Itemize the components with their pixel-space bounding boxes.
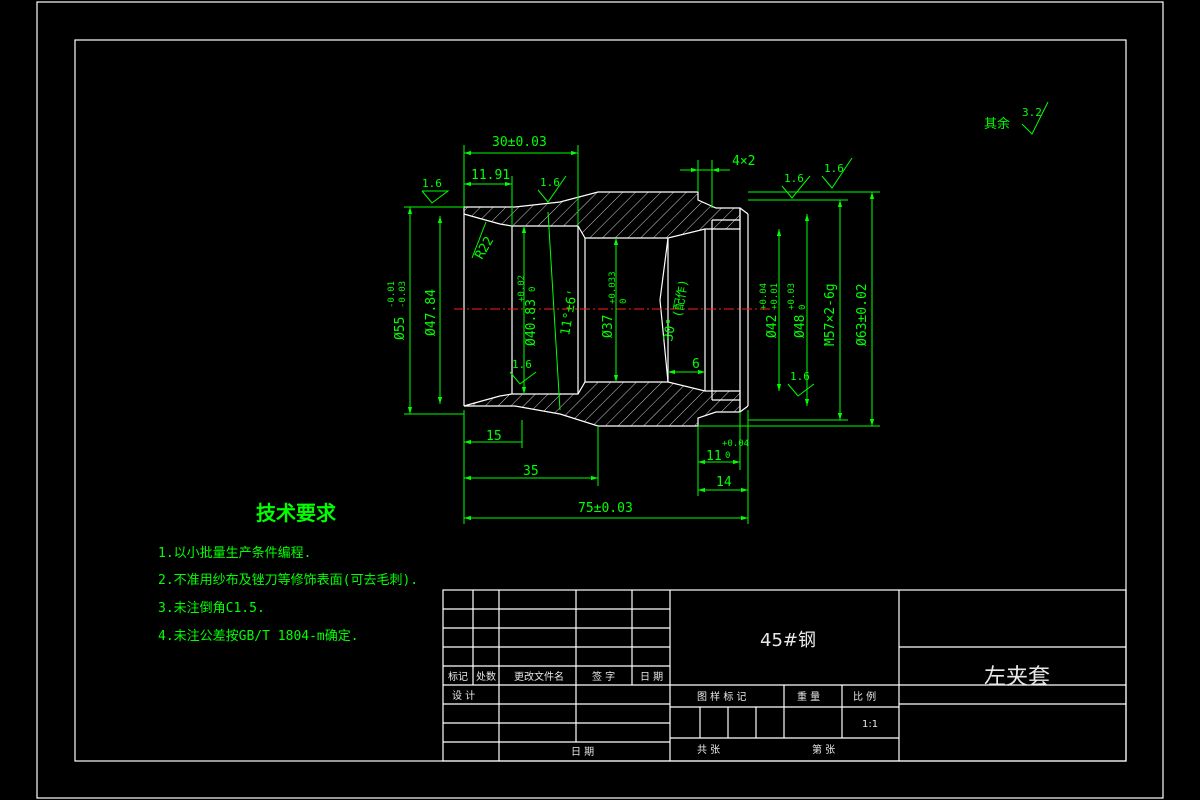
tech-item-3: 3.未注倒角C1.5. xyxy=(158,601,265,616)
dimension-lines xyxy=(404,145,880,524)
dim-35: 35 xyxy=(523,464,539,479)
dim-14: 14 xyxy=(716,475,732,490)
roughness-rest-label: 其余 xyxy=(984,116,1010,132)
tb-design: 设 计 xyxy=(452,689,475,702)
dim-dia-48-tol-lower: 0 xyxy=(798,305,808,310)
dim-30: 30±0.03 xyxy=(492,135,547,150)
dim-11-tol-lower: 0 xyxy=(725,451,730,461)
tb-date: 日 期 xyxy=(571,746,594,758)
dim-dia-48: Ø48 xyxy=(793,315,808,338)
dim-15: 15 xyxy=(486,429,502,444)
dim-dia-42-tol-upper: +0.04 xyxy=(759,283,769,310)
tb-col-date: 日 期 xyxy=(640,671,663,683)
tb-sheet-no: 第 张 xyxy=(812,743,835,756)
dim-angle-30-note: (配作) xyxy=(670,278,690,318)
roughness-2: 1.6 xyxy=(540,176,560,189)
section-upper xyxy=(463,191,741,239)
tb-material: 45#钢 xyxy=(760,630,816,651)
roughness-text: 1.6 1.6 1.6 1.6 1.6 1.6 其余 3.2 xyxy=(422,106,1042,383)
dim-dia-40-83-tol-lower: 0 xyxy=(528,287,538,292)
tb-weight: 重 量 xyxy=(797,690,820,703)
dim-thread-relief: 4×2 xyxy=(732,154,755,169)
dim-dia-63: Ø63±0.02 xyxy=(855,283,870,346)
part-section xyxy=(463,191,749,427)
dim-dia-40-83: Ø40.83 xyxy=(524,299,539,346)
dim-75: 75±0.03 xyxy=(578,501,633,516)
dim-11-tol-upper: +0.04 xyxy=(722,439,749,449)
roughness-symbols xyxy=(421,101,1049,397)
tb-col-sign: 签 字 xyxy=(592,670,615,683)
tb-drawing-mark: 图 样 标 记 xyxy=(697,690,747,703)
dim-dia-55-tol-upper: -0.01 xyxy=(387,281,397,308)
dim-dia-37-tol-upper: +0.033 xyxy=(608,271,618,304)
dim-dia-55-tol-lower: -0.03 xyxy=(398,281,408,308)
roughness-6: 1.6 xyxy=(790,370,810,383)
dim-thread-m57: M57×2-6g xyxy=(823,283,838,346)
title-block: 标记 处数 更改文件名 签 字 日 期 设 计 日 期 45#钢 左夹套 图 样… xyxy=(442,589,1127,762)
dim-dia-42: Ø42 xyxy=(765,315,780,338)
tech-item-4: 4.未注公差按GB/T 1804-m确定. xyxy=(158,629,359,644)
tb-col-doc: 更改文件名 xyxy=(514,670,564,683)
roughness-1: 1.6 xyxy=(422,177,442,190)
tb-col-mark: 标记 xyxy=(448,671,468,683)
dimension-text: 30±0.03 11.91 4×2 R22 Ø55 -0.01 -0.03 Ø4… xyxy=(387,135,870,516)
tech-title: 技术要求 xyxy=(256,501,337,525)
tech-item-1: 1.以小批量生产条件编程. xyxy=(158,545,311,561)
roughness-5: 1.6 xyxy=(512,358,532,371)
tech-requirements: 技术要求 1.以小批量生产条件编程. 2.不准用纱布及锉刀等修饰表面(可去毛刺)… xyxy=(158,501,418,644)
dim-dia-40-83-tol-upper: +0.02 xyxy=(517,275,527,302)
roughness-4: 1.6 xyxy=(824,162,844,175)
dim-11-91: 11.91 xyxy=(471,168,510,183)
roughness-rest-value: 3.2 xyxy=(1022,106,1042,119)
roughness-3: 1.6 xyxy=(784,172,804,185)
dim-dia-55: Ø55 xyxy=(393,317,408,340)
tb-part-name: 左夹套 xyxy=(984,665,1050,690)
tb-scale-label: 比 例 xyxy=(853,690,876,703)
dim-dia-42-tol-lower: +0.01 xyxy=(770,283,780,310)
tech-item-2: 2.不准用纱布及锉刀等修饰表面(可去毛刺). xyxy=(158,572,418,588)
outer-border xyxy=(36,1,1164,799)
tb-sheets-total: 共 张 xyxy=(697,744,720,756)
dim-r22: R22 xyxy=(472,234,497,262)
tb-col-count: 处数 xyxy=(476,670,496,683)
dim-6: 6 xyxy=(692,357,700,372)
dim-11: 11 xyxy=(706,449,722,464)
tb-scale-value: 1:1 xyxy=(862,719,878,730)
section-lower xyxy=(463,381,741,427)
dim-dia-37: Ø37 xyxy=(601,315,616,338)
dim-angle-30: 30° xyxy=(661,317,680,343)
dim-dia-37-tol-lower: 0 xyxy=(619,299,629,304)
dim-dia-47-84: Ø47.84 xyxy=(424,289,439,336)
dim-dia-48-tol-upper: +0.03 xyxy=(787,283,797,310)
